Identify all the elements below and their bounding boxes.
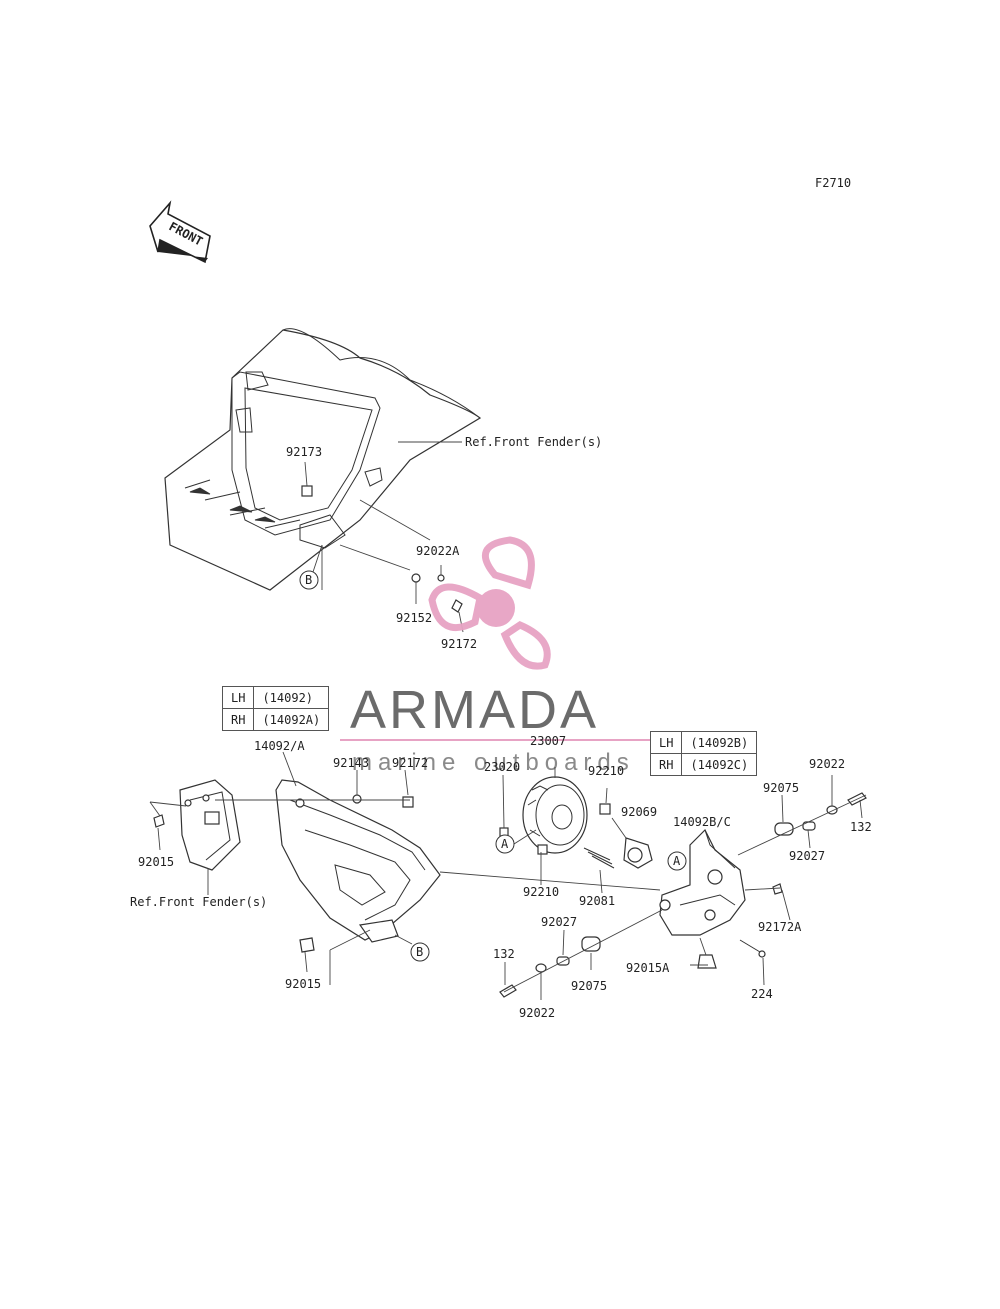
lh-rh-table-1: LH (14092) RH (14092A) bbox=[221, 686, 330, 731]
table-row: LH (14092) bbox=[221, 686, 330, 709]
label-132-top: 132 bbox=[850, 820, 872, 834]
front-arrow-icon: FRONT bbox=[149, 200, 211, 264]
label-ref-front-fender-top: Ref.Front Fender(s) bbox=[465, 435, 602, 449]
label-92015a: 92015A bbox=[626, 961, 670, 975]
figure-code: F2710 bbox=[815, 176, 851, 190]
label-23007: 23007 bbox=[530, 734, 566, 748]
callout-b-bottom: B bbox=[410, 942, 430, 962]
label-14092-a: 14092/A bbox=[254, 739, 305, 753]
callout-b-top: B bbox=[299, 570, 319, 590]
label-ref-front-fender-bottom: Ref.Front Fender(s) bbox=[130, 895, 267, 909]
lh-rh-table-2: LH (14092B) RH (14092C) bbox=[649, 731, 758, 776]
callout-a-right: A bbox=[667, 851, 687, 871]
label-23020: 23020 bbox=[484, 760, 520, 774]
label-92022-bottom: 92022 bbox=[519, 1006, 555, 1020]
headlight-housing-drawing bbox=[215, 751, 661, 985]
label-92143: 92143 bbox=[333, 756, 369, 770]
label-92075-top: 92075 bbox=[763, 781, 799, 795]
mounting-bracket-drawing bbox=[499, 775, 867, 1000]
watermark-title: ARMADA bbox=[350, 680, 599, 740]
label-92069: 92069 bbox=[621, 805, 657, 819]
label-224: 224 bbox=[751, 987, 773, 1001]
svg-text:A: A bbox=[673, 854, 681, 868]
label-92172a: 92172A bbox=[758, 920, 802, 934]
side-cell: LH bbox=[649, 731, 683, 754]
part-cell: (14092C) bbox=[681, 753, 758, 776]
label-92022-top: 92022 bbox=[809, 757, 845, 771]
part-cell: (14092B) bbox=[681, 731, 758, 754]
armada-logo bbox=[428, 536, 551, 670]
side-cell: RH bbox=[649, 753, 683, 776]
watermark-subtitle: marine outboards bbox=[352, 749, 635, 776]
table-row: RH (14092A) bbox=[221, 708, 330, 731]
front-fender-drawing bbox=[164, 328, 482, 633]
label-92015-bottom: 92015 bbox=[285, 977, 321, 991]
part-cell: (14092A) bbox=[253, 708, 330, 731]
label-92210-bottom: 92210 bbox=[523, 885, 559, 899]
side-cell: RH bbox=[221, 708, 255, 731]
label-14092b-c: 14092B/C bbox=[673, 815, 731, 829]
callout-a-left: A bbox=[495, 834, 515, 854]
table-row: RH (14092C) bbox=[649, 753, 758, 776]
label-92022a: 92022A bbox=[416, 544, 460, 558]
svg-text:B: B bbox=[416, 945, 423, 959]
label-92027-bottom: 92027 bbox=[541, 915, 577, 929]
svg-text:B: B bbox=[305, 573, 312, 587]
label-92027-top: 92027 bbox=[789, 849, 825, 863]
label-92172-mid: 92172 bbox=[392, 756, 428, 770]
label-92075-bottom: 92075 bbox=[571, 979, 607, 993]
svg-text:A: A bbox=[501, 837, 509, 851]
label-92210-top: 92210 bbox=[588, 764, 624, 778]
label-92173: 92173 bbox=[286, 445, 322, 459]
label-92172-top: 92172 bbox=[441, 637, 477, 651]
label-132-bottom: 132 bbox=[493, 947, 515, 961]
part-cell: (14092) bbox=[253, 686, 330, 709]
table-row: LH (14092B) bbox=[649, 731, 758, 754]
left-fender-bracket-drawing bbox=[149, 779, 241, 895]
label-92152: 92152 bbox=[396, 611, 432, 625]
label-92081: 92081 bbox=[579, 894, 615, 908]
headlight-unit-drawing bbox=[499, 767, 653, 894]
label-92015-left: 92015 bbox=[138, 855, 174, 869]
side-cell: LH bbox=[221, 686, 255, 709]
